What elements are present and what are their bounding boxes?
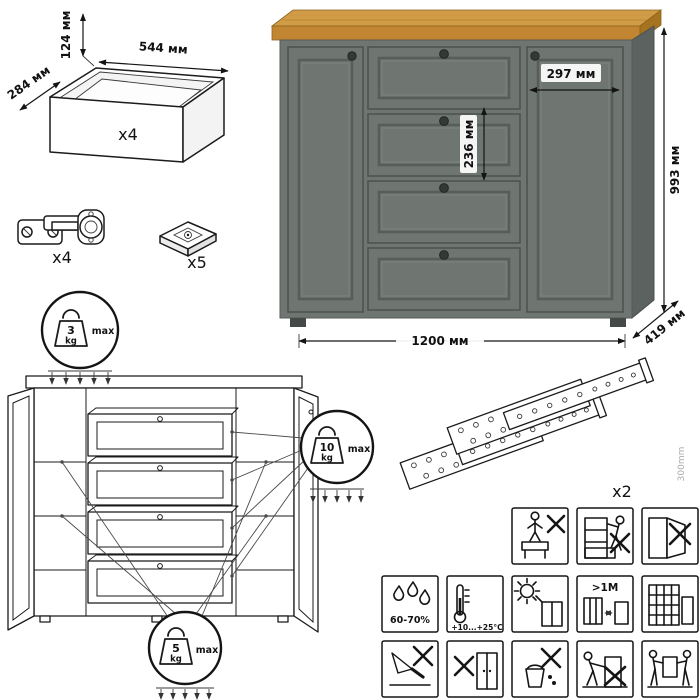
drawer-front-2 (367, 113, 521, 177)
drawer-limit-unit: kg (321, 454, 333, 464)
drawer-width-arrow (98, 59, 229, 74)
sketch-drawer-3 (87, 505, 239, 555)
no-climbing-drawers-icon (576, 507, 634, 565)
temperature-range-label: +10...+25°C (451, 623, 503, 632)
load-limit-drawer-badge: 10 kg max (299, 409, 375, 503)
open-dresser-sketch (7, 375, 319, 633)
no-direct-sunlight-icon (511, 575, 569, 633)
door-width-label: 297 мм (547, 67, 596, 81)
dresser-render: 297 мм 236 мм 993 мм 1200 мм 419 мм (270, 9, 688, 350)
sketch-drawer-2 (87, 456, 239, 506)
drawer-front-height-label: 236 мм (462, 120, 476, 169)
no-sharp-objects-icon (381, 640, 439, 698)
drawer-front-1 (367, 46, 521, 110)
shelf-limit-value: 5 (172, 642, 180, 655)
humidity-icon: 60-70% (381, 575, 439, 633)
no-standing-on-furniture-icon (511, 507, 569, 565)
temperature-icon: +10...+25°C (446, 575, 504, 633)
total-width-label: 1200 мм (411, 334, 468, 348)
carry-two-people-icon (641, 640, 699, 698)
top-limit-max: max (92, 326, 114, 337)
top-limit-value: 3 (67, 324, 75, 337)
drawer-depth-arrow (19, 81, 61, 111)
slides-length-label: 300mm (677, 447, 687, 482)
weight-icon: 10 kg (310, 426, 344, 464)
drawer-limit-value: 10 (320, 442, 335, 454)
no-wet-cleaning-icon (511, 640, 569, 698)
leg-count: x5 (187, 253, 207, 272)
heat-source-distance-icon: >1M (576, 575, 634, 633)
drawer-slides-diagram: x2 300mm (399, 357, 687, 501)
drawer-box-count: x4 (118, 125, 138, 144)
right-door (526, 46, 624, 313)
sketch-drawer-1 (87, 407, 239, 457)
load-limit-shelf-badge: 5 kg max (147, 610, 223, 700)
weight-icon: 5 kg (159, 627, 193, 665)
weight-icon: 3 kg (54, 309, 88, 347)
shelf-limit-unit: kg (170, 655, 182, 665)
callout-lines-drawer-limit (230, 430, 309, 578)
heat-distance-label: >1M (592, 582, 619, 594)
slides-count: x2 (612, 482, 632, 501)
total-height-label: 993 мм (668, 146, 682, 195)
drawer-width-label: 544 мм (138, 39, 188, 56)
right-door-knob (530, 51, 540, 61)
load-limit-top-badge: 3 kg max (40, 290, 120, 385)
no-forcing-doors-icon (446, 640, 504, 698)
left-door-knob (347, 51, 357, 61)
total-depth-arrow (632, 300, 679, 339)
sketch-left-door-open (7, 387, 35, 631)
left-door (287, 46, 364, 313)
sketch-drawer-4 (87, 554, 239, 604)
warning-icons-grid: 60-70% +10...+25°C >1M (381, 507, 699, 698)
drawer-height-label: 124 мм (59, 11, 73, 60)
drawer-limit-max: max (348, 444, 370, 455)
drawer-box-diagram: x4 124 мм 544 мм 284 мм (5, 11, 229, 163)
damp-wall-icon (641, 575, 699, 633)
leg-diagram (159, 221, 217, 257)
callout-lines-shelf-limit (60, 460, 268, 618)
drawer-front-3 (367, 180, 521, 244)
hinge-diagram (17, 209, 105, 245)
no-hanging-on-door-icon (641, 507, 699, 565)
no-dragging-icon (576, 640, 634, 698)
shelf-limit-max: max (196, 645, 218, 656)
humidity-range-label: 60-70% (390, 615, 430, 626)
drawer-front-4 (367, 247, 521, 311)
top-limit-unit: kg (65, 337, 77, 347)
drawer-depth-label: 284 мм (5, 63, 53, 102)
hinge-count: x4 (52, 248, 72, 267)
